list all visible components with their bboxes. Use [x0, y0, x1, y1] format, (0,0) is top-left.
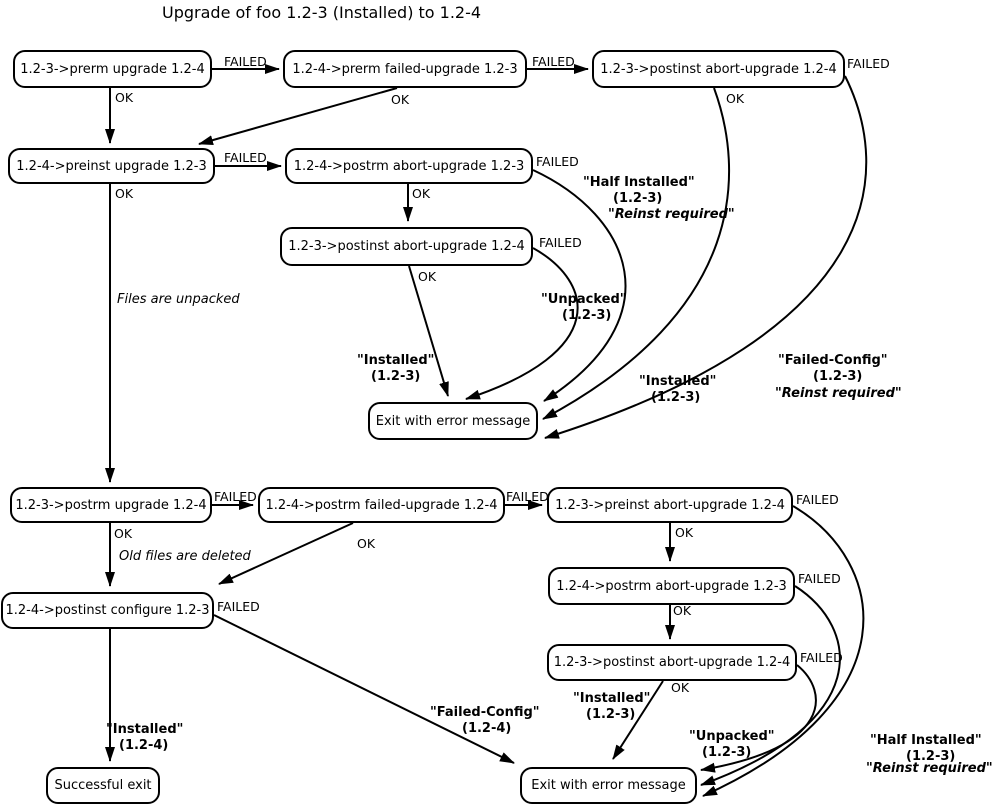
state-reinst-required: "Reinst required": [866, 761, 993, 776]
node-new-postrm-abort-upgrade-2: 1.2-4->postrm abort-upgrade 1.2-3: [548, 567, 795, 605]
node-exit-error-mid: Exit with error message: [368, 402, 538, 440]
edge-label-ok: OK: [114, 526, 133, 541]
node-old-postinst-abort-upgrade-2: 1.2-3->postinst abort-upgrade 1.2-4: [280, 227, 533, 266]
edge-label-failed: FAILED: [539, 235, 582, 250]
state-version: (1.2-3): [906, 749, 956, 764]
edge-label-failed: FAILED: [506, 489, 549, 504]
edge-label-failed: FAILED: [214, 489, 257, 504]
state-version: (1.2-3): [613, 191, 663, 206]
edge-label-ok: OK: [418, 269, 437, 284]
node-successful-exit: Successful exit: [46, 767, 160, 804]
state-unpacked: "Unpacked": [689, 729, 775, 744]
state-reinst-required: "Reinst required": [775, 386, 902, 401]
state-installed: "Installed": [106, 722, 184, 737]
node-new-postinst-configure: 1.2-4->postinst configure 1.2-3: [1, 592, 214, 629]
state-reinst-required: "Reinst required": [608, 207, 735, 222]
edge-label-ok: OK: [675, 525, 694, 540]
edge-label-ok: OK: [391, 92, 410, 107]
state-failed-config: "Failed-Config": [778, 353, 888, 368]
edge-label-ok: OK: [671, 680, 690, 695]
state-version: (1.2-4): [462, 721, 512, 736]
edge-label-failed: FAILED: [217, 599, 260, 614]
state-half-installed: "Half Installed": [583, 175, 695, 190]
state-version: (1.2-3): [813, 369, 863, 384]
edge-label-failed: FAILED: [224, 150, 267, 165]
state-failed-config: "Failed-Config": [430, 705, 540, 720]
edge-label-ok: OK: [673, 603, 692, 618]
node-old-preinst-abort-upgrade: 1.2-3->preinst abort-upgrade 1.2-4: [547, 487, 793, 523]
edge-label-failed: FAILED: [224, 54, 267, 69]
edge-label-failed: FAILED: [798, 571, 841, 586]
edge-label-failed: FAILED: [847, 56, 890, 71]
edge-label-ok: OK: [115, 186, 134, 201]
diagram-title: Upgrade of foo 1.2-3 (Installed) to 1.2-…: [162, 3, 482, 22]
edge-c-g-ok: [542, 87, 731, 420]
edge-f-g-ok: [408, 265, 449, 397]
node-old-postrm-upgrade: 1.2-3->postrm upgrade 1.2-4: [10, 487, 212, 523]
state-installed: "Installed": [573, 691, 651, 706]
note-files-unpacked: Files are unpacked: [117, 292, 240, 307]
edge-j-o-failed: [702, 505, 865, 797]
edge-b-d-ok: [198, 87, 398, 146]
edge-label-failed: FAILED: [532, 54, 575, 69]
note-old-files-deleted: Old files are deleted: [119, 549, 251, 564]
edge-f-g-failed: [465, 247, 579, 400]
state-version: (1.2-3): [651, 390, 701, 405]
edge-k-o-failed: [700, 585, 841, 786]
edge-l-o-failed: [213, 614, 515, 764]
state-version: (1.2-3): [562, 308, 612, 323]
edge-e-g-failed: [532, 169, 627, 402]
edge-label-failed: FAILED: [536, 154, 579, 169]
node-new-preinst-upgrade: 1.2-4->preinst upgrade 1.2-3: [8, 148, 215, 184]
edge-i-l-ok: [218, 522, 354, 585]
node-new-postrm-failed-upgrade: 1.2-4->postrm failed-upgrade 1.2-4: [258, 487, 505, 523]
state-version: (1.2-3): [586, 707, 636, 722]
edge-m-o-failed: [700, 664, 817, 773]
edge-label-ok: OK: [726, 91, 745, 106]
edge-label-ok: OK: [357, 536, 376, 551]
node-old-postinst-abort-upgrade-1: 1.2-3->postinst abort-upgrade 1.2-4: [592, 50, 845, 88]
edge-label-failed: FAILED: [800, 650, 843, 665]
state-version: (1.2-3): [702, 745, 752, 760]
state-installed: "Installed": [357, 353, 435, 368]
edge-label-ok: OK: [412, 186, 431, 201]
edge-c-g-failed: [544, 75, 868, 439]
node-exit-error-bottom: Exit with error message: [520, 767, 697, 804]
node-old-postinst-abort-upgrade-3: 1.2-3->postinst abort-upgrade 1.2-4: [547, 644, 797, 681]
edge-label-ok: OK: [115, 90, 134, 105]
state-version: (1.2-3): [371, 369, 421, 384]
state-half-installed: "Half Installed": [870, 733, 982, 748]
node-new-prerm-failed-upgrade: 1.2-4->prerm failed-upgrade 1.2-3: [283, 50, 527, 88]
state-unpacked: "Unpacked": [541, 292, 627, 307]
edge-m-o-ok: [612, 680, 664, 760]
state-version: (1.2-4): [119, 738, 169, 753]
node-old-prerm-upgrade: 1.2-3->prerm upgrade 1.2-4: [13, 50, 212, 88]
node-new-postrm-abort-upgrade-1: 1.2-4->postrm abort-upgrade 1.2-3: [285, 148, 533, 184]
state-installed: "Installed": [639, 374, 717, 389]
edge-label-failed: FAILED: [796, 492, 839, 507]
